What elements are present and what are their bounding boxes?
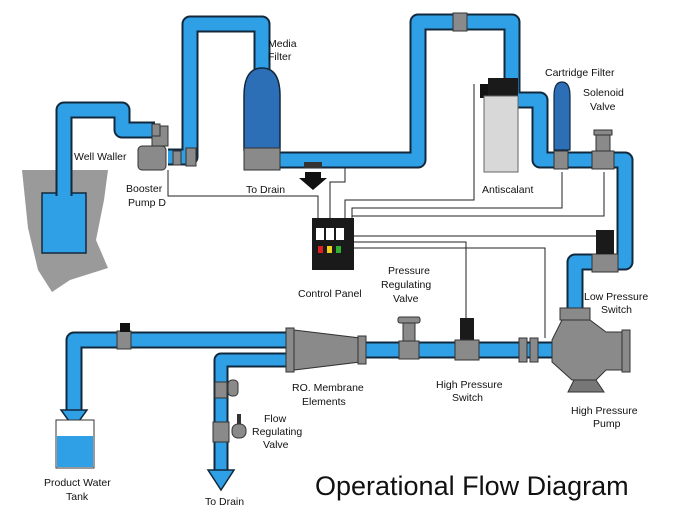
high-pressure-pump — [551, 307, 631, 393]
label-to-drain-top: To Drain — [246, 184, 285, 196]
pressure-regulating-valve — [397, 316, 421, 360]
diagram-title: Operational Flow Diagram — [315, 471, 629, 501]
cartridge-filter — [553, 81, 571, 151]
drain-arrow-top-icon — [299, 172, 327, 190]
pipe-network — [55, 13, 634, 472]
label-solenoid-valve: Solenoid Valve — [583, 87, 627, 113]
label-low-pressure-switch: Low Pressure Switch — [584, 291, 651, 316]
label-ro-membrane: RO. Membrane Elements — [292, 382, 367, 408]
high-pressure-switch — [454, 318, 480, 361]
booster-pump — [137, 123, 169, 171]
label-product-water-tank: Product Water Tank — [44, 477, 114, 503]
low-pressure-switch — [596, 230, 614, 254]
label-pressure-regulating-valve: Pressure Regulating Valve — [381, 265, 434, 305]
flow-meter-top — [120, 323, 130, 332]
label-flow-regulating-valve: Flow Regulating Valve — [252, 413, 305, 451]
label-to-drain-bottom: To Drain — [205, 496, 244, 508]
label-antiscalant: Antiscalant — [482, 184, 533, 196]
indicator-green — [336, 246, 341, 253]
indicator-yellow — [327, 246, 332, 253]
labels: Media Filter Well Waller Booster Pump D … — [44, 38, 651, 508]
drain-arrow-bottom-icon — [206, 469, 236, 492]
product-water-tank — [55, 419, 95, 469]
indicator-red — [318, 246, 323, 253]
label-control-panel: Control Panel — [298, 288, 362, 300]
label-media-filter: Media Filter — [268, 38, 300, 63]
label-cartridge-filter: Cartridge Filter — [545, 67, 615, 79]
label-high-pressure-pump: High Pressure Pump — [571, 405, 640, 430]
label-booster-pump: Booster Pump D — [126, 183, 166, 209]
product-arrow-icon — [59, 409, 89, 430]
ro-membrane — [285, 327, 367, 373]
control-panel — [312, 218, 354, 270]
solenoid-valve — [591, 129, 615, 170]
antiscalant-tank — [480, 78, 519, 173]
drain-outlet — [304, 162, 322, 168]
media-filter — [243, 67, 281, 171]
pipe-couplings — [116, 12, 619, 363]
label-well-waller: Well Waller — [74, 151, 127, 163]
flow-regulating-valve — [212, 379, 247, 443]
well-water — [41, 192, 87, 254]
label-high-pressure-switch: High Pressure Switch — [436, 379, 505, 404]
